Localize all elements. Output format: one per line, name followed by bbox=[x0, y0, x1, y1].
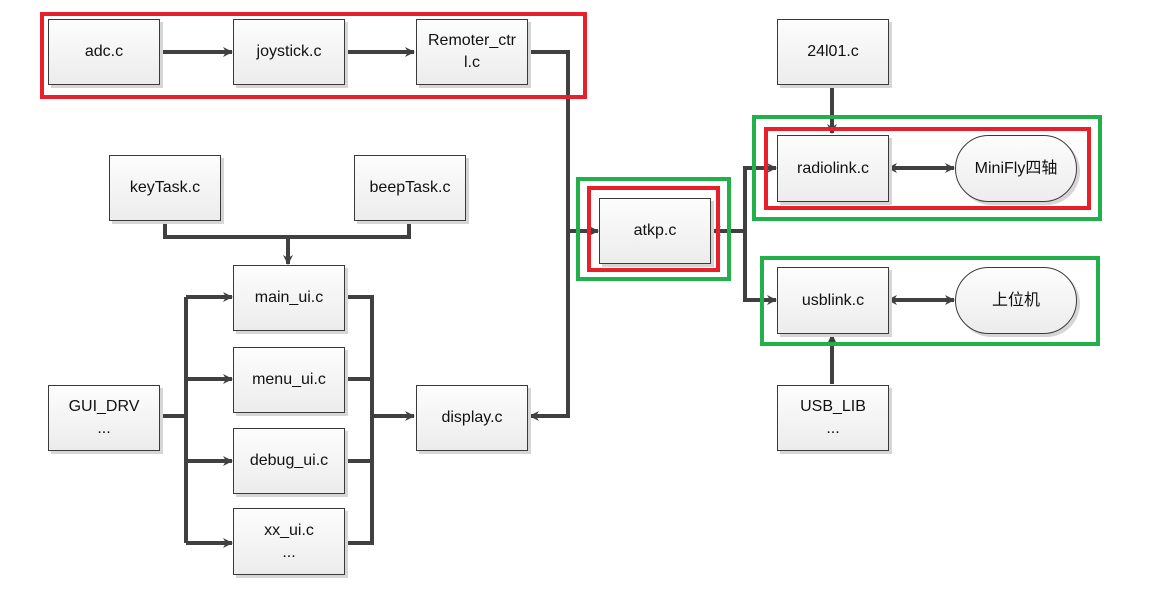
node-label: main_ui.c bbox=[254, 289, 324, 306]
highlight-frame-radio-outer bbox=[752, 115, 1102, 221]
node-label: usblink.c bbox=[801, 291, 865, 309]
node-label: debug_ui.c bbox=[249, 452, 329, 469]
node-beeptask[interactable]: beepTask.c bbox=[354, 155, 466, 221]
wire-atkp-usblink bbox=[743, 231, 777, 305]
node-menu-ui[interactable]: menu_ui.c bbox=[233, 347, 345, 413]
node-label-line2: ... bbox=[97, 420, 111, 437]
wire-ui-collector bbox=[344, 295, 374, 545]
highlight-frame-atkp-inner bbox=[587, 186, 720, 272]
node-label: 上位机 bbox=[991, 291, 1040, 309]
node-adc[interactable]: adc.c bbox=[48, 19, 160, 85]
highlight-frame-radio-inner bbox=[764, 127, 1091, 210]
node-label: keyTask.c bbox=[129, 179, 201, 196]
node-xx-ui[interactable]: xx_ui.c ... bbox=[233, 508, 345, 575]
highlight-frame-usb bbox=[760, 256, 1100, 346]
node-24l01[interactable]: 24l01.c bbox=[777, 19, 889, 85]
node-main-ui[interactable]: main_ui.c bbox=[233, 265, 345, 331]
node-label-line1: Remoter_ctr bbox=[427, 32, 517, 49]
node-label: atkp.c bbox=[633, 222, 677, 239]
node-label: MiniFly四轴 bbox=[974, 159, 1058, 177]
node-usblink[interactable]: usblink.c bbox=[777, 267, 889, 334]
node-host-pc[interactable]: 上位机 bbox=[955, 267, 1077, 334]
node-label: joystick.c bbox=[256, 43, 322, 60]
node-label: menu_ui.c bbox=[252, 371, 326, 388]
wire-remoter-bus bbox=[528, 50, 570, 421]
wire-keytask bbox=[163, 222, 411, 239]
node-label-line1: USB_LIB bbox=[800, 398, 866, 415]
node-label-line2: l.c bbox=[464, 54, 480, 71]
node-radiolink[interactable]: radiolink.c bbox=[777, 135, 889, 202]
node-gui-drv[interactable]: GUI_DRV ... bbox=[48, 385, 160, 451]
node-atkp[interactable]: atkp.c bbox=[599, 198, 711, 264]
node-label: 24l01.c bbox=[807, 43, 859, 60]
node-remoter-ctrl[interactable]: Remoter_ctr l.c bbox=[416, 19, 528, 85]
node-label-line1: xx_ui.c bbox=[264, 521, 314, 539]
node-keytask[interactable]: keyTask.c bbox=[109, 155, 221, 221]
highlight-frame-atkp-outer bbox=[576, 177, 731, 281]
node-label-line2: ... bbox=[826, 420, 840, 437]
node-label-line1: GUI_DRV bbox=[68, 398, 140, 415]
node-joystick[interactable]: joystick.c bbox=[233, 19, 345, 85]
node-label: radiolink.c bbox=[796, 159, 870, 177]
node-minifly[interactable]: MiniFly四轴 bbox=[955, 135, 1077, 202]
node-label: display.c bbox=[441, 409, 503, 426]
highlight-frame-remote-input bbox=[40, 12, 587, 99]
node-label-line2: ... bbox=[282, 543, 296, 561]
node-usb-lib[interactable]: USB_LIB ... bbox=[777, 385, 889, 451]
node-label: adc.c bbox=[84, 43, 124, 60]
node-debug-ui[interactable]: debug_ui.c bbox=[233, 428, 345, 494]
node-label: beepTask.c bbox=[369, 179, 451, 196]
node-display[interactable]: display.c bbox=[416, 385, 528, 451]
